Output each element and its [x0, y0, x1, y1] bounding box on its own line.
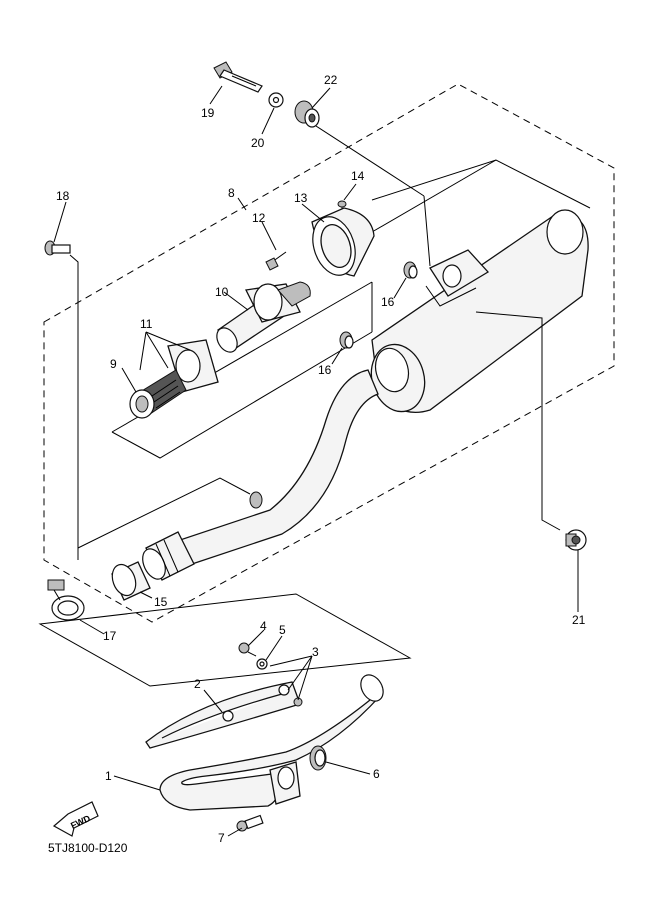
callout-16a: 16: [381, 295, 395, 309]
exhaust-pipe-1: [159, 674, 384, 811]
bolt-12: [265, 251, 287, 271]
grommet-16-upper: [403, 261, 418, 279]
callout-7: 7: [218, 831, 225, 845]
silencer-body-8: [370, 209, 589, 414]
callout-3: 3: [312, 645, 319, 659]
callout-4: 4: [260, 619, 267, 633]
protector-2: [145, 681, 303, 749]
callout-9: 9: [110, 357, 117, 371]
bolt-21: [565, 529, 587, 551]
washer-5: [256, 658, 268, 670]
diagram-code: 5TJ8100-D120: [48, 841, 128, 855]
tailpipe-10: [216, 281, 311, 353]
washer-20: [268, 92, 284, 108]
callout-8: 8: [228, 186, 235, 200]
callout-6: 6: [373, 767, 380, 781]
callout-12: 12: [252, 211, 266, 225]
bolt-7: [236, 814, 264, 832]
callout-2: 2: [194, 677, 201, 691]
muffler-pipe: [179, 369, 379, 567]
callout-10: 10: [215, 285, 229, 299]
spark-arrester-9: [129, 339, 219, 419]
bolt-18: [44, 240, 71, 256]
callout-17: 17: [103, 629, 117, 643]
forward-arrow-icon: FWD: [52, 801, 99, 837]
grommet-16-lower: [339, 331, 354, 349]
bolt-4: [238, 642, 257, 657]
callouts: 1 2 3 4 5 6 7 8 9 10 11 12 13 14 15 16 1…: [56, 73, 586, 845]
callout-18: 18: [56, 189, 70, 203]
callout-5: 5: [279, 623, 286, 637]
end-cap-13: [311, 207, 375, 277]
grommet-22: [294, 100, 320, 128]
clamp-17: [47, 579, 85, 621]
callout-1: 1: [105, 769, 112, 783]
callout-16b: 16: [318, 363, 332, 377]
callout-14: 14: [351, 169, 365, 183]
muffler-assembly-frame: [43, 83, 615, 623]
leader-lines: [53, 85, 579, 837]
callout-21: 21: [572, 613, 586, 627]
callout-11: 11: [140, 317, 153, 331]
bolt-19: [213, 61, 263, 93]
header-parts-frame: [38, 593, 412, 687]
callout-20: 20: [251, 136, 265, 150]
callout-15: 15: [154, 595, 168, 609]
gasket-6: [309, 745, 327, 771]
pipe-inlet: [142, 531, 195, 581]
callout-22: 22: [324, 73, 338, 87]
gasket-15: [111, 561, 151, 601]
callout-19: 19: [201, 106, 215, 120]
callout-13: 13: [294, 191, 308, 205]
